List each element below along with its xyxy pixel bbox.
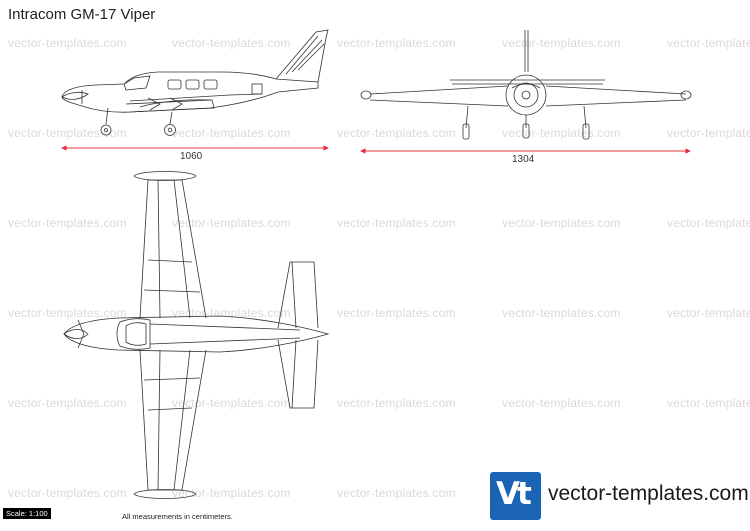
brand-name: vector-templates.com — [548, 482, 749, 505]
brand-logo-icon: Vt — [490, 472, 541, 520]
page-title: Intracom GM-17 Viper — [8, 6, 156, 23]
brand-logo-text: Vt — [496, 476, 532, 512]
top-view — [63, 171, 330, 499]
side-view — [61, 29, 329, 136]
front-view — [360, 30, 692, 140]
scale-badge: Scale: 1:100 — [3, 508, 51, 519]
side-length-label: 1060 — [180, 151, 203, 162]
front-span-label: 1304 — [512, 154, 535, 165]
measurement-note: All measurements in centimeters. — [122, 512, 233, 521]
